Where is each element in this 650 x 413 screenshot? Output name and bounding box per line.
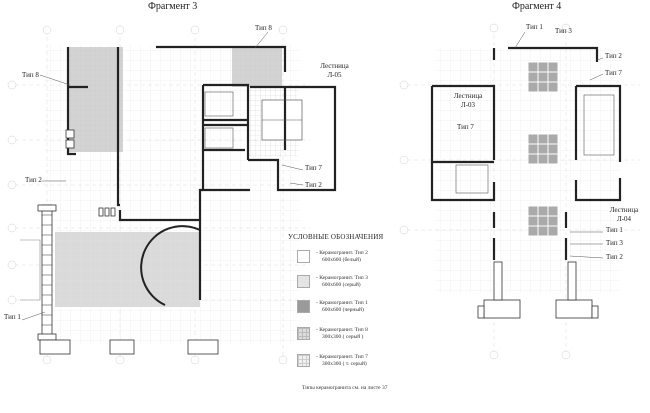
legend-item-tip2-line1: - Керамогранит. Тип 2 [316, 250, 368, 256]
label-tip8-top: Тип 8 [255, 24, 272, 32]
legend-item-tip3-line1: - Керамогранит. Тип 3 [316, 275, 368, 281]
legend-item-tip1: - Керамогранит. Тип 1 600х600 (черный) [316, 300, 368, 314]
label-tip1: Тип 1 [4, 313, 21, 321]
label-tip7: Тип 7 [305, 164, 322, 172]
legend-item-tip2-line2: 600х600 (белый) [322, 257, 361, 263]
stair-l03-name: Лестница [453, 92, 483, 100]
label-f4-tip2-bottom: Тип 2 [606, 253, 623, 261]
label-f4-tip1-bottom: Тип 1 [606, 226, 623, 234]
legend-item-tip8: - Керамогранит. Тип 8 300х300 ( серый ) [316, 327, 368, 341]
legend-item-tip7: - Керамогранит. Тип 7 300х300 ( т. серый… [316, 354, 368, 368]
legend-item-tip7-line1: - Керамогранит. Тип 7 [316, 354, 368, 360]
legend-item-tip3: - Керамогранит. Тип 3 600х600 (серый) [316, 275, 368, 289]
label-tip2-right: Тип 2 [305, 181, 322, 189]
stair-l05-name: Лестница [320, 62, 349, 70]
legend-item-tip8-line2: 300х300 ( серый ) [322, 334, 364, 340]
label-f4-tip3-top: Тип 3 [555, 27, 572, 35]
stair-l05-code: Л-05 [327, 71, 342, 79]
label-f4-tip7-right: Тип 7 [605, 69, 622, 77]
label-stair-l05: Лестница Л-05 [312, 62, 357, 80]
label-stair-l03: Лестница Л-03 [446, 92, 490, 110]
fragment4-title: Фрагмент 4 [512, 1, 562, 12]
legend-note: Типы керамогранита см. на листе 37 [302, 385, 388, 391]
legend-swatch-tip1 [297, 300, 310, 313]
legend-heading: УСЛОВНЫЕ ОБОЗНАЧЕНИЯ [288, 233, 384, 241]
legend-item-tip8-line1: - Керамогранит. Тип 8 [316, 327, 368, 333]
legend-swatch-tip8 [297, 327, 310, 340]
stair-l03-code: Л-03 [460, 101, 476, 109]
fragment4-plan [399, 23, 640, 360]
legend-item-tip7-line2: 300х300 ( т. серый) [322, 361, 367, 367]
label-stair-l04: Лестница Л-04 [602, 206, 646, 224]
legend-swatch-tip7 [297, 354, 310, 367]
label-f4-tip7-mid: Тип 7 [457, 123, 474, 131]
legend-item-tip1-line2: 600х600 (черный) [322, 307, 364, 313]
label-tip2-left: Тип 2 [25, 176, 42, 184]
fragment3-plan [7, 25, 337, 365]
legend-swatch-tip3 [297, 275, 310, 288]
label-tip8-left: Тип 8 [22, 71, 39, 79]
label-f4-tip2-top: Тип 2 [605, 52, 622, 60]
stair-l04-code: Л-04 [616, 215, 632, 223]
legend-swatch-tip2 [297, 250, 310, 263]
label-f4-tip3-bottom: Тип 3 [606, 239, 623, 247]
stair-l04-name: Лестница [609, 206, 639, 214]
legend-item-tip2: - Керамогранит. Тип 2 600х600 (белый) [316, 250, 368, 264]
fragment3-title: Фрагмент 3 [148, 1, 198, 12]
legend-item-tip3-line2: 600х600 (серый) [322, 282, 361, 288]
label-f4-tip1-top: Тип 1 [526, 23, 543, 31]
legend-item-tip1-line1: - Керамогранит. Тип 1 [316, 300, 368, 306]
